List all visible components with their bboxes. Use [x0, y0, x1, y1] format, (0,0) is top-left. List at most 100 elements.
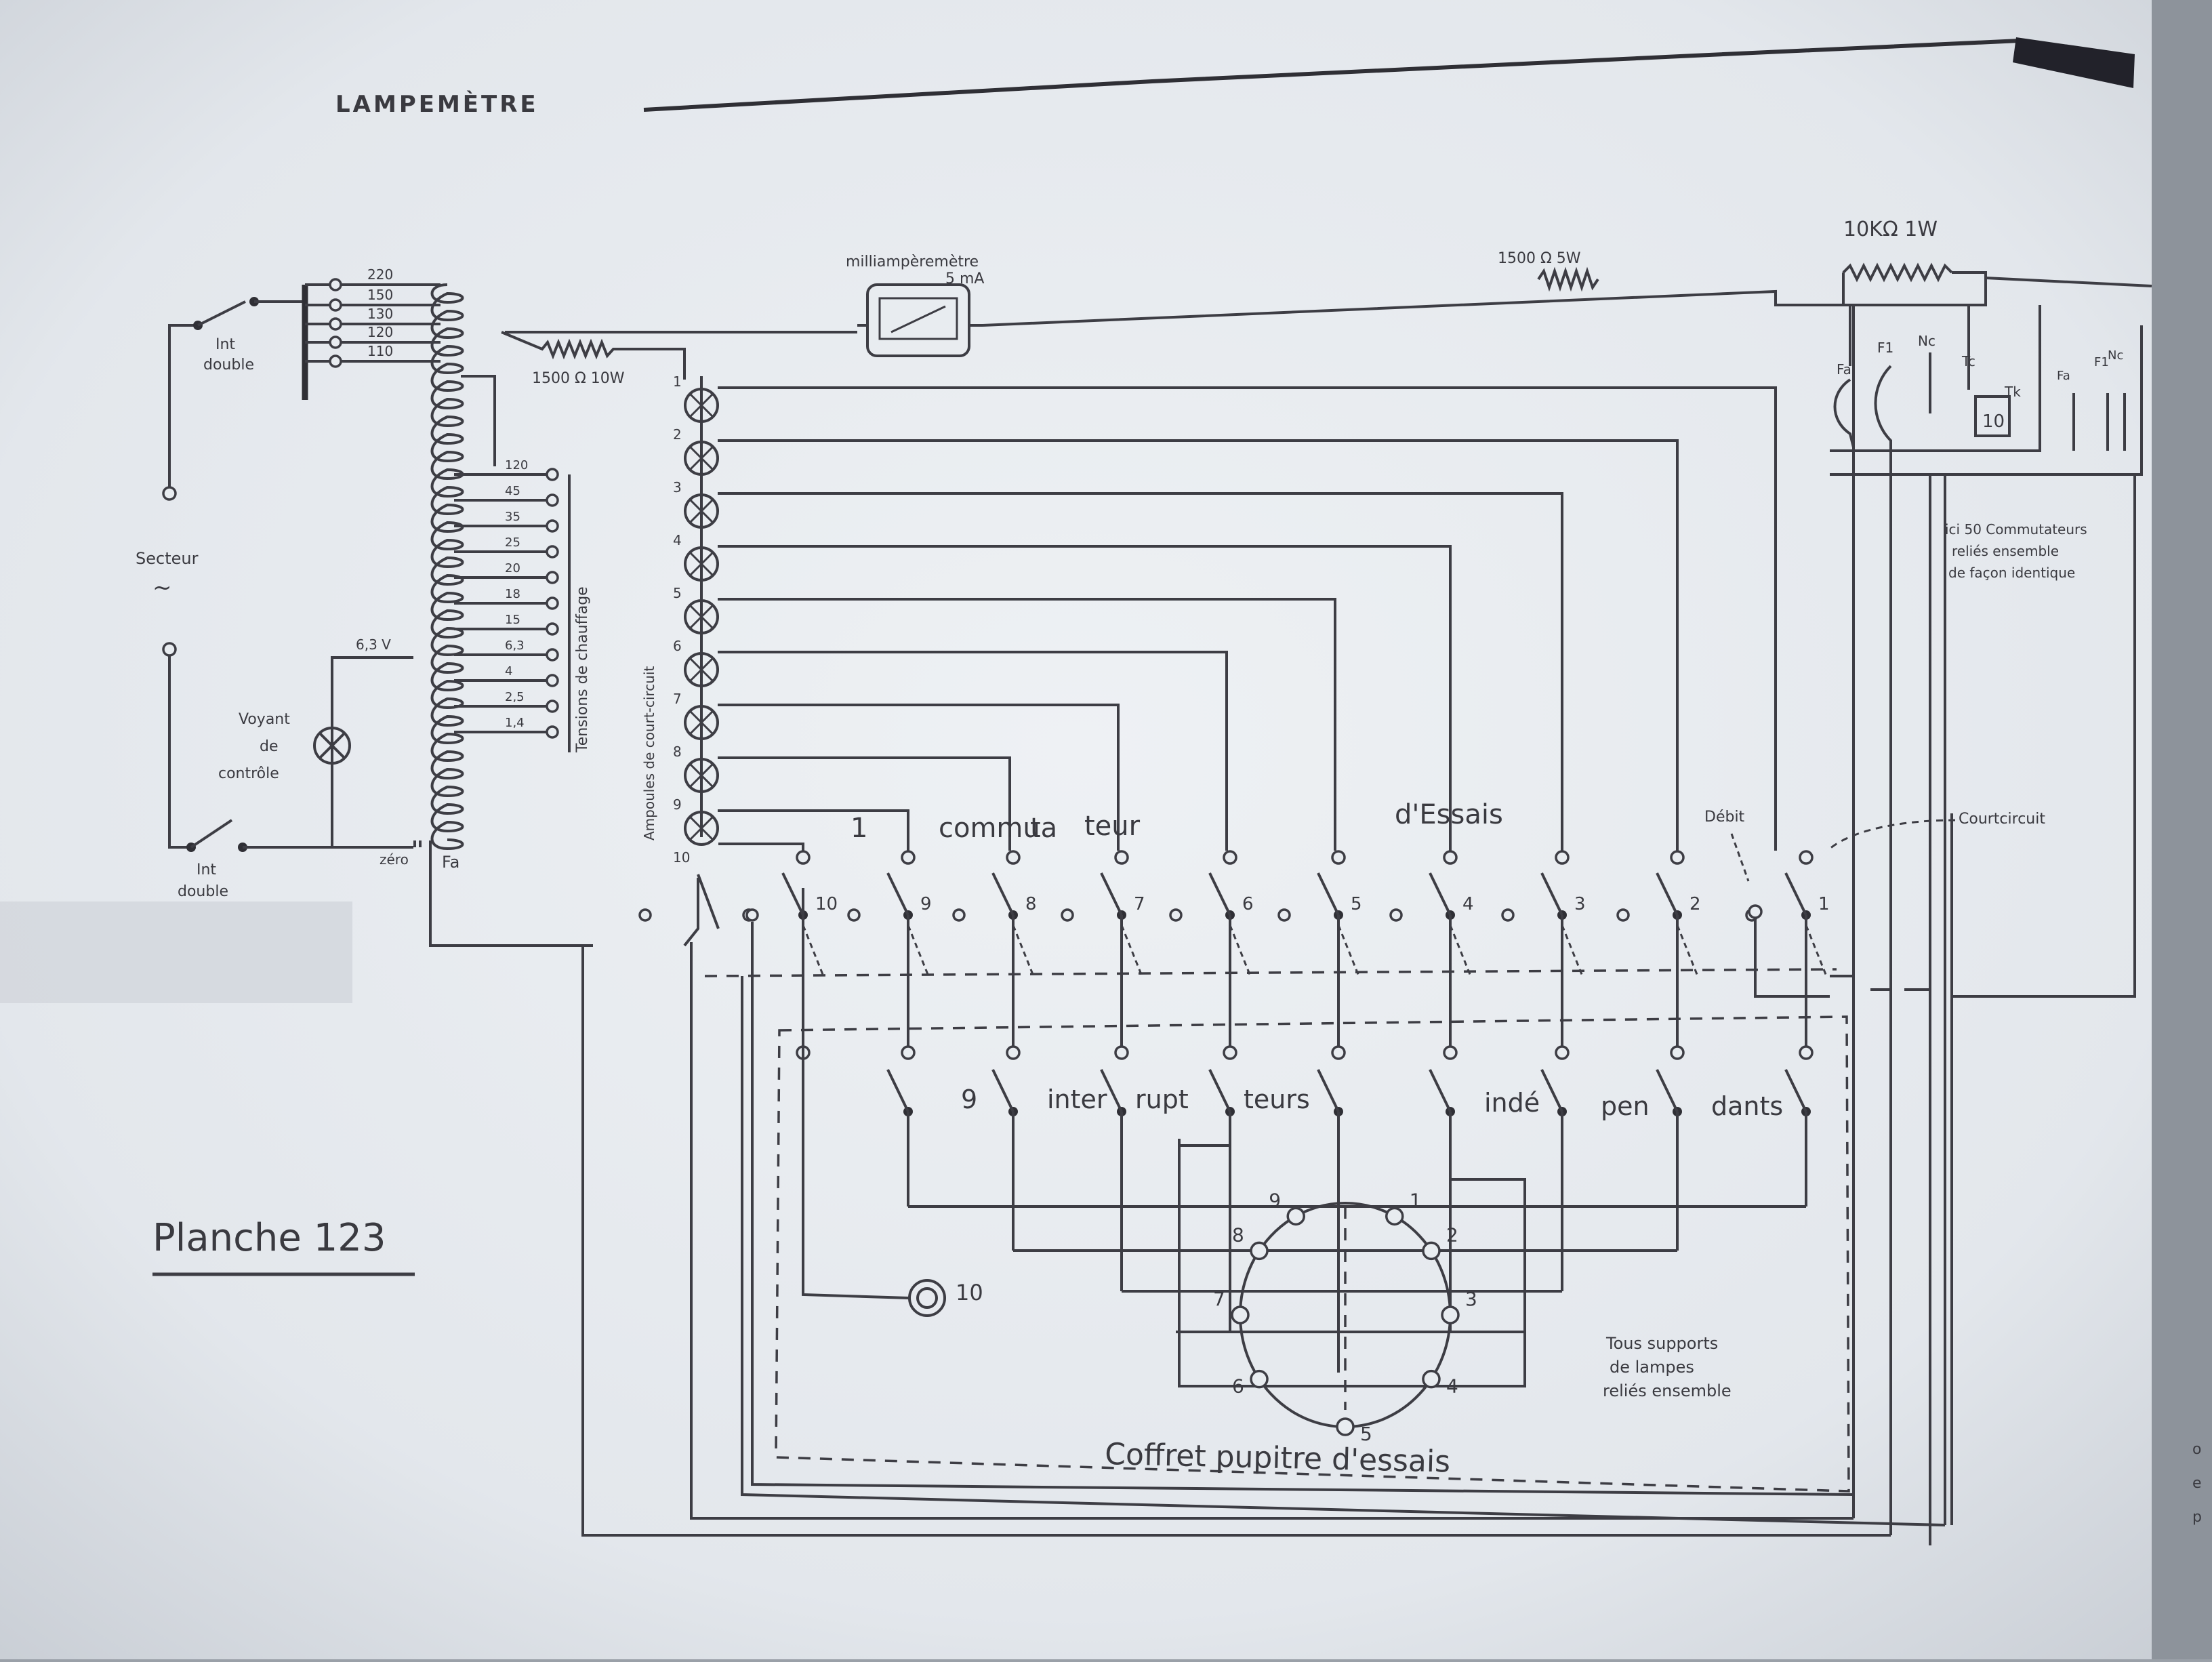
- interrupters-row: [886, 1069, 1811, 1387]
- resistor-2-label: 1500 Ω 5W: [1498, 250, 1581, 267]
- heater-label: Tensions de chauffage: [574, 586, 591, 753]
- commutator-word-1: 1: [851, 813, 867, 844]
- interrupter-top-terminal: [1555, 1045, 1570, 1060]
- debit-label: Débit: [1704, 809, 1745, 826]
- lamp-cross: [689, 604, 714, 630]
- interrupter-top-terminal: [1331, 1045, 1346, 1060]
- lamp-feed-wire: [718, 545, 1452, 851]
- socket-pin: [1286, 1207, 1305, 1226]
- socket-pin-label: 4: [1446, 1375, 1458, 1398]
- heater-tap-terminal: [546, 571, 559, 584]
- heater-tap-label: 45: [505, 484, 520, 498]
- lamp-feed-wire: [718, 704, 1120, 851]
- courtcircuit-pointer: [1829, 819, 1956, 850]
- pin-10-label: 10: [956, 1280, 983, 1305]
- meter-label-1: milliampèremètre: [846, 254, 979, 270]
- interrupters-word-2: inter: [1047, 1085, 1107, 1114]
- commutator-number: 4: [1462, 894, 1474, 914]
- shortcircuit-lamp: [684, 599, 719, 634]
- interrupter-top-terminal: [1443, 1045, 1458, 1060]
- interrupter-blade: [1208, 1069, 1231, 1112]
- commutator-top-terminal: [1006, 850, 1021, 865]
- supply-section: Int double Int double Secteur ~ Voyant d…: [136, 283, 593, 947]
- socket-pin-label: 8: [1232, 1223, 1244, 1246]
- lamp-cross: [689, 710, 714, 735]
- switch-top-label-2: double: [203, 357, 254, 373]
- margin-speck-3: p: [2192, 1509, 2202, 1526]
- socket-pin-label: 5: [1360, 1423, 1372, 1445]
- heater-tap-terminal: [546, 545, 559, 559]
- primary-tap-label: 150: [367, 287, 393, 303]
- socket-pin: [1336, 1417, 1355, 1436]
- heater-tap-label: 20: [505, 561, 520, 575]
- commutator-dashed-shaft: [704, 968, 1837, 977]
- socket-pin: [1422, 1369, 1441, 1389]
- commutator-top-terminal: [1443, 850, 1458, 865]
- shortcircuit-number: 4: [673, 532, 682, 548]
- socket-pin-label: 6: [1232, 1375, 1244, 1398]
- commutator-blade: [1317, 872, 1340, 916]
- meter-label-2: 5 mA: [945, 270, 984, 287]
- commutator-top-terminal: [1331, 850, 1346, 865]
- interrupter-bus-5: [1178, 1139, 1526, 1387]
- socket-pin-label: 2: [1446, 1223, 1458, 1246]
- interrupter-top-terminal: [1670, 1045, 1685, 1060]
- interrupter-top-terminal: [1223, 1045, 1237, 1060]
- margin-speck-2: e: [2192, 1475, 2202, 1492]
- switch-bottom-label-2: double: [178, 883, 228, 900]
- right-nc: Nc: [1918, 333, 1936, 349]
- switch-top-label-1: Int: [216, 336, 235, 353]
- heater-tap-terminal: [546, 493, 559, 507]
- interrupter-blade: [1540, 1069, 1563, 1112]
- commutator-number: 5: [1351, 894, 1362, 914]
- commutator-side-terminal: [1061, 908, 1074, 922]
- interrupter-blade: [886, 1069, 909, 1112]
- commutator-top-terminal: [1114, 850, 1129, 865]
- commutator-side-terminal: [1389, 908, 1403, 922]
- primary-tap-label: 220: [367, 266, 393, 283]
- heater-tap-label: 18: [505, 587, 520, 601]
- heater-tap-terminal: [546, 725, 559, 739]
- commutator-blade: [1540, 872, 1563, 916]
- debit-terminal: [1748, 904, 1763, 919]
- commutator-word-5: d'Essais: [1395, 799, 1503, 830]
- socket-pin: [1385, 1207, 1404, 1226]
- caption-label: Planche 123: [152, 1216, 386, 1260]
- heater-tap-terminal: [546, 622, 559, 636]
- shortcircuit-number: 2: [673, 426, 682, 443]
- commutator-number: 3: [1574, 894, 1586, 914]
- primary-tap-terminal: [329, 278, 342, 291]
- page-edge-shadow: [2152, 0, 2212, 1659]
- shortcircuit-number: 10: [673, 849, 690, 866]
- commutator-blade: [991, 872, 1015, 916]
- commutator-word-3: ta: [1030, 813, 1057, 844]
- interrupters-word-3: rupt: [1135, 1085, 1189, 1114]
- lamp-cross: [689, 815, 714, 841]
- right-note-2: reliés ensemble: [1952, 543, 2059, 559]
- primary-tap-terminal: [329, 354, 342, 368]
- debit-pointer: [1730, 833, 1750, 882]
- socket-pin: [1250, 1369, 1269, 1389]
- heater-tap-label: 4: [505, 664, 512, 678]
- shortcircuit-lamp: [684, 652, 719, 687]
- voyant-lamp: [313, 727, 351, 765]
- interrupters-word-5: indé: [1484, 1088, 1540, 1118]
- shortcircuit-lamp: [684, 388, 719, 423]
- shortcircuit-number: 3: [673, 479, 682, 495]
- lamp-feed-wire: [718, 651, 1228, 851]
- commutator-left-terminal: [638, 908, 652, 922]
- commutator-top-terminal: [796, 850, 811, 865]
- socket-pin: [1250, 1241, 1269, 1261]
- shortcircuit-number: 7: [673, 691, 682, 707]
- lamp-feed-wire: [718, 386, 1777, 851]
- right-note-1: ici 50 Commutateurs: [1945, 521, 2087, 538]
- lamp-feed-wire: [718, 809, 909, 851]
- shortcircuit-lamp: [684, 811, 719, 846]
- commutator-blade: [886, 872, 909, 916]
- voyant-label-2: de: [260, 738, 279, 755]
- heater-tap-terminal: [546, 648, 559, 662]
- commutator-left-terminal-2: [745, 908, 759, 922]
